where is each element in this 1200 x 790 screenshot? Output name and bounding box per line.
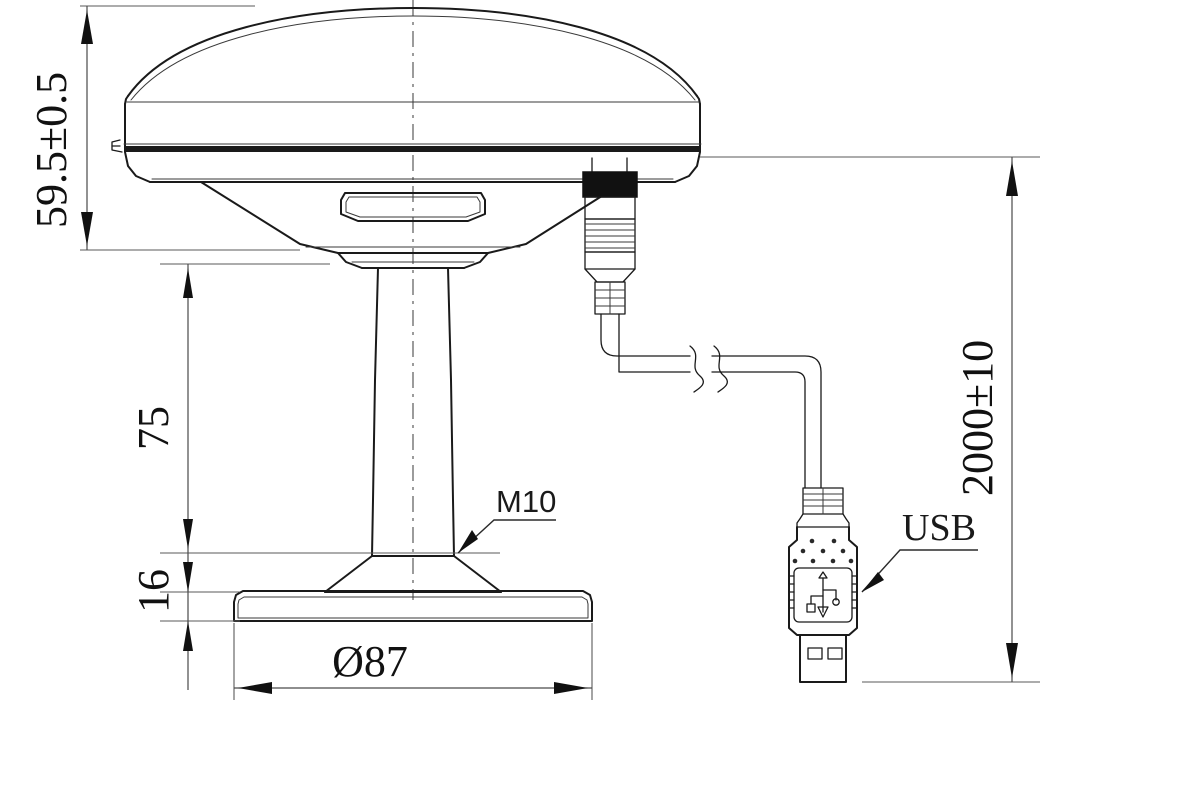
cable-break-symbol	[689, 345, 728, 393]
circular-cable-connector	[582, 157, 638, 315]
mounting-base-disc	[233, 590, 593, 622]
dimension-dome-height-text: 59.5±0.5	[27, 72, 76, 228]
antenna-housing-rim	[111, 103, 702, 183]
dimension-base-height-text: 16	[129, 569, 178, 613]
dimension-base-diameter-text: Ø87	[332, 637, 408, 686]
label-m10-thread: M10	[457, 484, 556, 554]
dimension-base-diameter: Ø87	[233, 623, 593, 700]
label-m10-thread-text: M10	[496, 484, 556, 519]
dimension-base-height: 16	[129, 553, 240, 690]
antenna-underside-cone	[200, 181, 625, 269]
antenna-underside-recess	[340, 192, 486, 222]
usb-plug-side-grips	[788, 575, 858, 609]
usb-cable	[600, 313, 822, 489]
label-usb-connector-text: USB	[902, 507, 976, 549]
antenna-radome-dome	[124, 7, 701, 121]
dimension-pedestal-height-text: 75	[129, 406, 178, 450]
dimension-dome-height: 59.5±0.5	[27, 5, 300, 251]
usb-type-a-plug	[788, 487, 858, 683]
label-usb-connector: USB	[861, 507, 978, 593]
dimension-cable-length-text: 2000±10	[953, 340, 1002, 496]
usb-plug-dot-texture	[792, 538, 854, 564]
dimension-cable-length: 2000±10	[700, 156, 1040, 683]
dimension-pedestal-height: 75	[129, 263, 500, 554]
usb-trident-logo	[806, 571, 840, 618]
